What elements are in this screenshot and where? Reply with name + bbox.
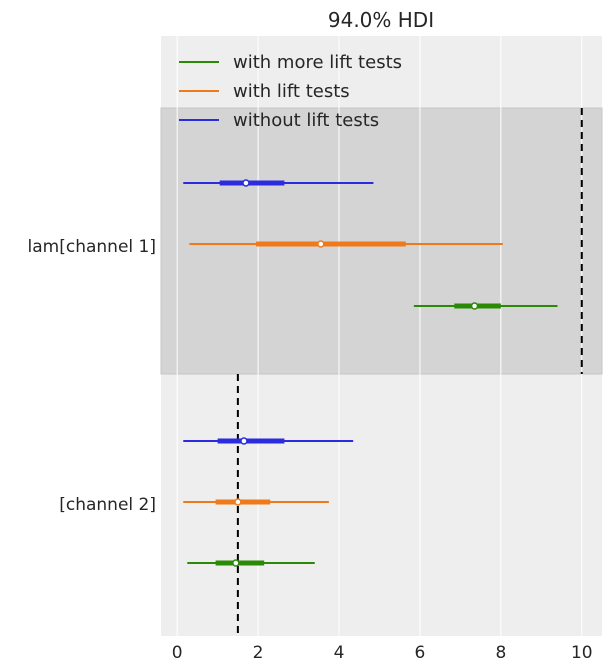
x-tick-label-10: 10 [571, 643, 593, 663]
y-axis-labels: lam[channel 1] [channel 2] [28, 237, 156, 515]
legend-label-3: without lift tests [233, 110, 379, 131]
legend-label-2: with lift tests [233, 81, 350, 102]
x-tick-label-2: 2 [253, 643, 264, 663]
y-label-group-1: lam[channel 1] [28, 237, 156, 257]
y-label-group-2: [channel 2] [59, 495, 156, 515]
point-estimate-g1-r1 [242, 179, 250, 187]
x-axis-ticks: 0 2 4 6 8 10 [172, 643, 593, 663]
interval-rows [183, 179, 558, 567]
reference-lines [236, 108, 583, 636]
x-tick-label-8: 8 [495, 643, 506, 663]
point-estimate-g1-r3 [470, 302, 479, 310]
legend: with more lift tests with lift tests witho… [179, 52, 402, 131]
x-tick-label-6: 6 [415, 643, 426, 663]
point-estimate-g2-r1 [240, 437, 248, 445]
x-tick-label-4: 4 [334, 643, 345, 663]
highlight-band-channel-1 [160, 107, 603, 375]
chart-title: 94.0% HDI [328, 8, 434, 32]
point-estimate-g2-r2 [234, 498, 242, 506]
legend-label-1: with more lift tests [233, 52, 402, 73]
x-tick-label-0: 0 [172, 643, 183, 663]
point-estimate-g2-r3 [232, 559, 240, 567]
point-estimate-g1-r2 [317, 240, 325, 248]
